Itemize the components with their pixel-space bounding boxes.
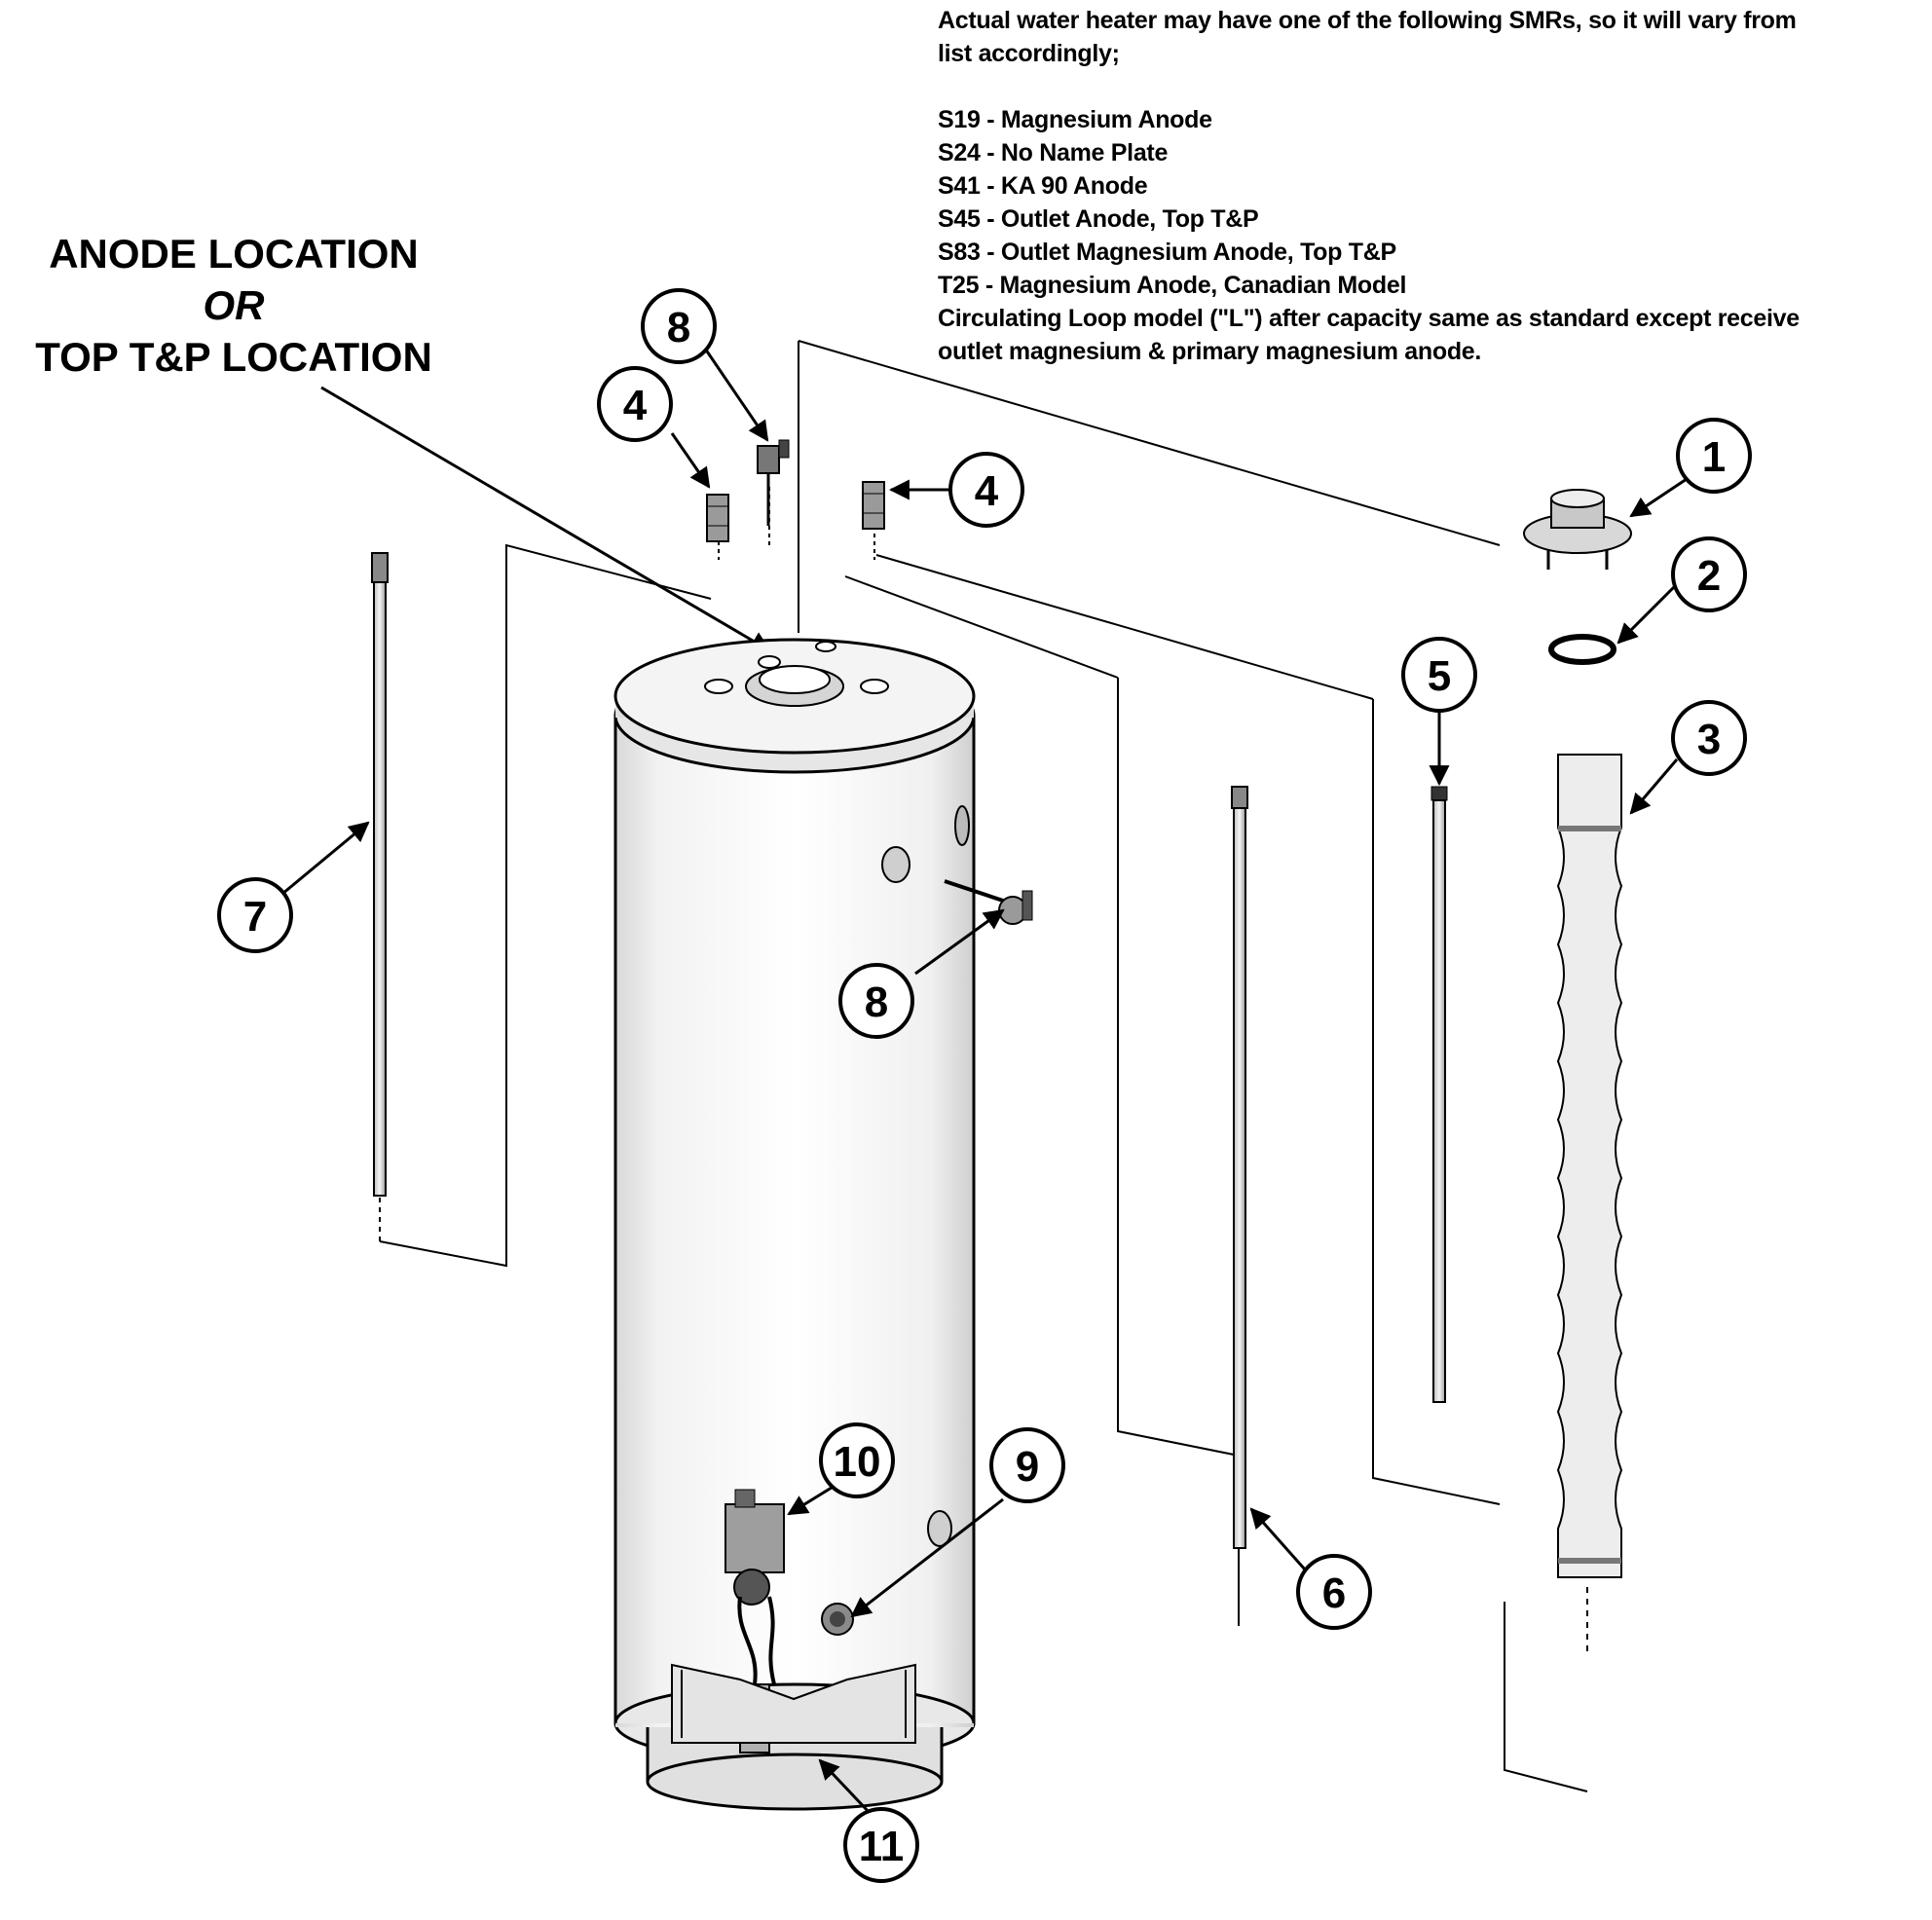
smr-item: S41 - KA 90 Anode: [938, 172, 1148, 200]
callout-10: 10: [819, 1422, 895, 1498]
callout-11: 11: [843, 1807, 919, 1883]
callout-3: 3: [1671, 700, 1747, 776]
callout-number: 11: [859, 1823, 905, 1870]
part-1-cap: [1523, 489, 1632, 570]
callout-number: 2: [1697, 552, 1721, 600]
callout-number: 5: [1428, 652, 1451, 700]
anode-location-label: ANODE LOCATION OR TOP T&P LOCATION: [19, 228, 448, 383]
part-6-anode-rod: [1231, 786, 1248, 1549]
anode-leader: [320, 386, 771, 652]
notes-intro-line2: list accordingly;: [938, 40, 1120, 67]
callout-number: 9: [1016, 1443, 1039, 1491]
side-tp-valve: [944, 879, 1033, 925]
notes-circ-line1: Circulating Loop model ("L") after capac…: [938, 305, 1800, 332]
callout-number: 6: [1322, 1569, 1346, 1617]
notes-circ-line2: outlet magnesium & primary magnesium ano…: [938, 338, 1482, 365]
callout-number: 8: [865, 978, 888, 1026]
callout-8-side: 8: [838, 963, 914, 1039]
part-7-rod: [371, 552, 389, 1197]
callout-1: 1: [1676, 418, 1752, 494]
callout-8-top: 8: [641, 288, 717, 364]
anode-label-line3: TOP T&P LOCATION: [35, 334, 432, 380]
anode-label-or: OR: [203, 282, 265, 328]
notes-intro-line1: Actual water heater may have one of the …: [938, 7, 1797, 34]
callout-arrows: [281, 342, 1690, 1815]
part-4-nipple-right: [862, 481, 885, 530]
callout-number: 10: [834, 1438, 881, 1486]
smr-item: T25 - Magnesium Anode, Canadian Model: [938, 272, 1407, 299]
smr-item: S45 - Outlet Anode, Top T&P: [938, 205, 1259, 233]
callout-number: 8: [667, 304, 690, 351]
smr-notes: Actual water heater may have one of the …: [938, 4, 1912, 368]
part-8-top-tp-valve: [757, 439, 790, 526]
callout-6: 6: [1296, 1554, 1372, 1630]
callout-number: 3: [1697, 716, 1721, 763]
water-heater-tank: [613, 638, 1033, 1811]
part-5-anode: [1430, 786, 1448, 1403]
callout-number: 1: [1702, 433, 1726, 481]
part-2-gasket: [1548, 634, 1616, 665]
smr-item: S24 - No Name Plate: [938, 139, 1169, 166]
smr-item: S83 - Outlet Magnesium Anode, Top T&P: [938, 239, 1396, 266]
callout-4-right: 4: [948, 452, 1024, 528]
smr-item: S19 - Magnesium Anode: [938, 106, 1212, 133]
drain-valve: [821, 1603, 854, 1636]
callout-number: 4: [975, 467, 999, 515]
part-3-flue-baffle: [1556, 754, 1623, 1578]
assembly-lines: [379, 340, 1588, 1792]
callout-number: 7: [243, 893, 267, 941]
callout-5: 5: [1401, 637, 1477, 713]
callout-7: 7: [217, 877, 293, 953]
callout-9: 9: [989, 1427, 1065, 1503]
callout-4-left: 4: [597, 366, 673, 442]
burner-access-door: [671, 1663, 916, 1744]
callout-2: 2: [1671, 536, 1747, 612]
callout-number: 4: [623, 382, 648, 429]
part-4-nipple-left: [706, 494, 729, 542]
anode-label-line1: ANODE LOCATION: [49, 231, 419, 277]
